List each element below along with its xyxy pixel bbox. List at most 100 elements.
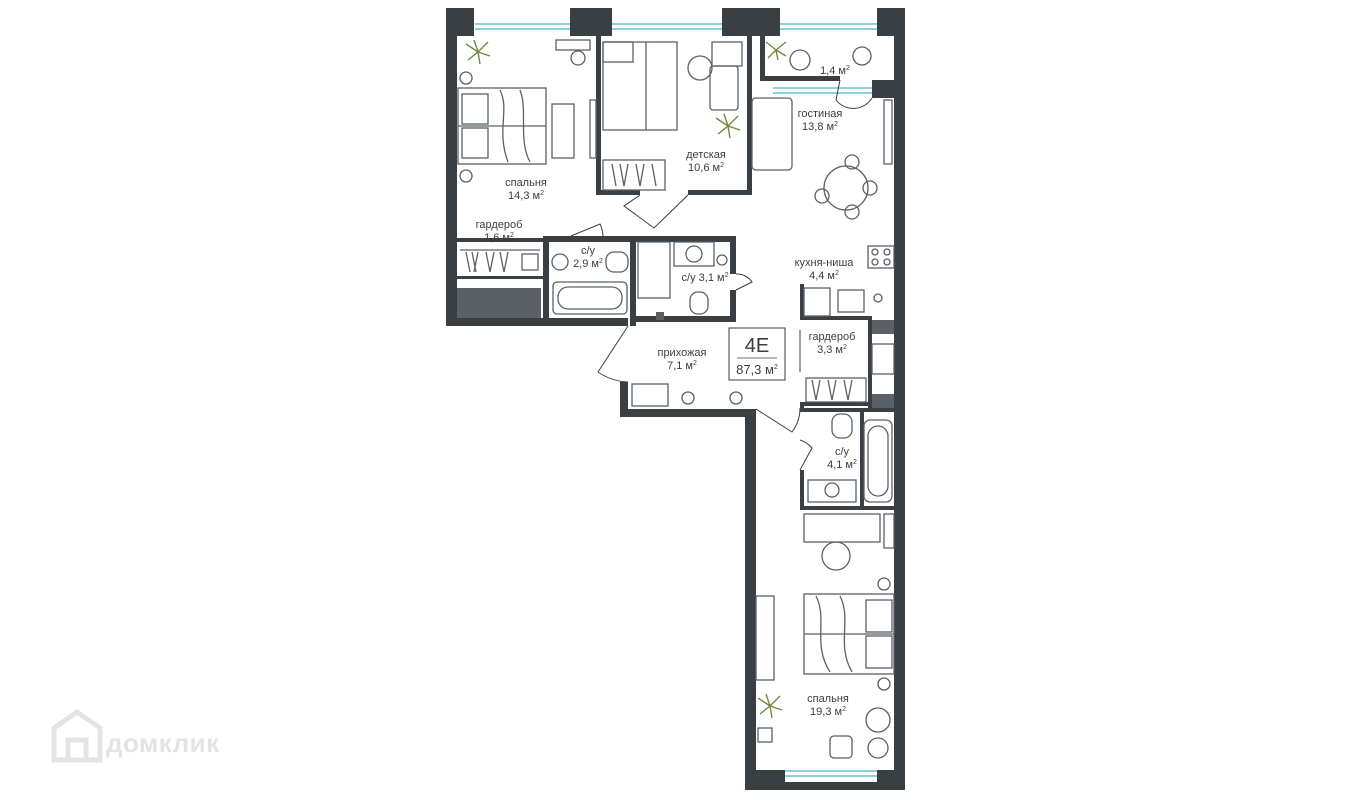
- domclick-watermark: домклик: [51, 708, 220, 763]
- bathtub-icon: [552, 281, 628, 315]
- sink-counter-icon: [673, 241, 715, 267]
- room-area: 1,6 м2: [484, 232, 514, 244]
- wall: [620, 382, 628, 417]
- armchair-icon: [709, 65, 739, 111]
- dresser-icon: [871, 343, 895, 375]
- sink-icon: [824, 482, 840, 498]
- wall-pillar: [570, 8, 612, 36]
- tap-icon: [873, 293, 883, 303]
- wall: [760, 76, 840, 81]
- doors: [570, 79, 873, 471]
- wall: [446, 8, 457, 326]
- room-name: гардероб: [809, 331, 856, 343]
- shower-icon: [637, 241, 671, 299]
- kids-wardrobe-icon: [602, 159, 666, 191]
- house-logo-icon: [51, 708, 103, 763]
- shoe-cabinet-icon: [631, 383, 669, 407]
- door: [755, 407, 801, 433]
- room-name: прихожая: [657, 347, 706, 359]
- pouf-icon: [681, 391, 695, 405]
- wall: [457, 238, 547, 242]
- hangers: [811, 379, 853, 401]
- plant-icon: [765, 41, 787, 61]
- room-name: детская: [686, 149, 726, 161]
- door: [799, 439, 813, 471]
- tv-icon: [883, 99, 893, 165]
- burner: [883, 258, 891, 266]
- wall: [630, 236, 636, 326]
- door: [835, 79, 873, 109]
- room-name: гардероб: [476, 219, 523, 231]
- door: [570, 223, 604, 237]
- wall: [596, 36, 601, 194]
- sink-counter-icon: [807, 479, 857, 503]
- rug-icon: [551, 103, 575, 159]
- room-area: 14,3 м2: [508, 190, 544, 202]
- wall: [630, 316, 736, 322]
- room-area: 2,9 м2: [573, 258, 603, 270]
- shelf-icon: [883, 513, 895, 549]
- room-area: 4,4 м2: [809, 270, 839, 282]
- balcony-table-icon: [852, 46, 872, 66]
- bathtub-inner: [557, 286, 623, 310]
- chair-icon: [570, 50, 586, 66]
- badge-frame: [728, 327, 786, 381]
- wall: [730, 290, 736, 322]
- total-area: 87,3 м2: [736, 362, 778, 377]
- side-table-icon: [757, 727, 773, 743]
- room-name: с/у: [835, 446, 850, 458]
- room-name: гостиная: [798, 108, 843, 120]
- pouf-icon: [729, 391, 743, 405]
- kids-bed-icon: [602, 41, 678, 131]
- wall-pillar: [722, 8, 780, 36]
- door: [623, 194, 689, 229]
- room-area: 19,3 м2: [810, 706, 846, 718]
- wall: [800, 402, 870, 406]
- sofa-icon: [751, 97, 793, 171]
- toilet-icon: [831, 413, 853, 439]
- wall: [894, 395, 905, 790]
- kids-desk-icon: [711, 41, 743, 67]
- shaft-block: [656, 312, 664, 320]
- balcony-chair-icon: [789, 49, 811, 71]
- wall: [730, 236, 736, 274]
- room-area: 3,3 м2: [817, 344, 847, 356]
- wall: [745, 782, 905, 790]
- room-name: с/у 3,1 м2: [682, 272, 729, 284]
- storage-block: [457, 288, 541, 318]
- storage-block: [872, 320, 894, 334]
- sink-icon: [551, 253, 569, 271]
- bathtub-inner: [867, 425, 889, 497]
- wall: [800, 284, 804, 320]
- wall: [688, 190, 750, 195]
- apartment-badge: 4E 87,3 м2: [728, 327, 786, 381]
- wall: [800, 408, 896, 412]
- kitchen-sink-icon: [837, 289, 865, 313]
- wall: [457, 276, 547, 279]
- door: [597, 325, 629, 383]
- wall: [543, 236, 638, 242]
- wall: [800, 316, 870, 320]
- room-area: 13,8 м2: [802, 121, 838, 133]
- wall: [745, 409, 756, 790]
- watermark-text: домклик: [106, 728, 220, 758]
- wall: [596, 190, 640, 195]
- fridge-icon: [803, 287, 831, 317]
- room-name: спальня: [505, 177, 547, 189]
- bathtub-icon: [863, 419, 893, 503]
- washer-icon: [716, 254, 728, 266]
- wall-pillar: [872, 80, 897, 98]
- toilet-icon: [689, 291, 709, 315]
- furniture: [457, 39, 895, 759]
- bed-icon: [803, 593, 895, 675]
- chair-icon: [821, 541, 851, 571]
- hangers: [611, 163, 657, 187]
- bed-icon: [457, 87, 547, 165]
- armchair-icon: [865, 707, 891, 733]
- wardrobe-rail-icon: [460, 249, 540, 273]
- room-area: 7,1 м2: [667, 360, 697, 372]
- plants: [465, 39, 787, 719]
- burner: [883, 248, 891, 256]
- nightstand-icon: [459, 71, 473, 85]
